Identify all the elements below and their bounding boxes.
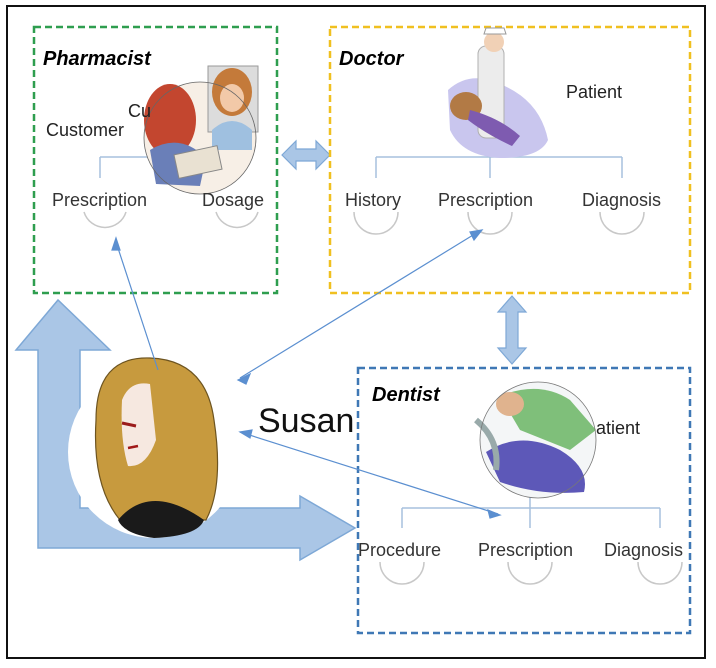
pharmacist-scene-icon bbox=[143, 65, 259, 195]
dentist-patient-label: atient bbox=[596, 418, 641, 438]
pharmacist-node-prescription: Prescription bbox=[52, 190, 148, 210]
doctor-node-prescription: Prescription bbox=[438, 190, 534, 210]
double-arrow-vertical bbox=[496, 295, 528, 365]
susan-portrait-icon bbox=[68, 357, 240, 538]
double-arrow-horizontal bbox=[281, 139, 331, 171]
dentist-box bbox=[356, 366, 692, 635]
doctor-node-history: History bbox=[345, 190, 402, 210]
doctor-patient-icon bbox=[448, 27, 548, 158]
dentist-node-procedure: Procedure bbox=[358, 540, 442, 560]
pharmacist-node-dosage: Dosage bbox=[202, 190, 265, 210]
link-lines bbox=[111, 229, 502, 519]
dentist-title: Dentist bbox=[372, 384, 440, 406]
person-name: Susan bbox=[258, 402, 355, 440]
dentist-tree bbox=[379, 495, 683, 585]
diagram-frame bbox=[6, 5, 706, 659]
doctor-box bbox=[328, 25, 692, 295]
customer-label-partial: Cu bbox=[128, 101, 152, 121]
pharmacist-box bbox=[32, 25, 279, 295]
dentist-node-diagnosis: Diagnosis bbox=[604, 540, 684, 560]
dentist-scene-icon bbox=[474, 381, 597, 499]
dentist-node-prescription: Prescription bbox=[478, 540, 574, 560]
doctor-title: Doctor bbox=[339, 48, 404, 70]
patient-label: Patient bbox=[566, 82, 623, 102]
pharmacist-title: Pharmacist bbox=[43, 48, 151, 70]
doctor-node-diagnosis: Diagnosis bbox=[582, 190, 662, 210]
customer-label: Customer bbox=[46, 120, 125, 140]
